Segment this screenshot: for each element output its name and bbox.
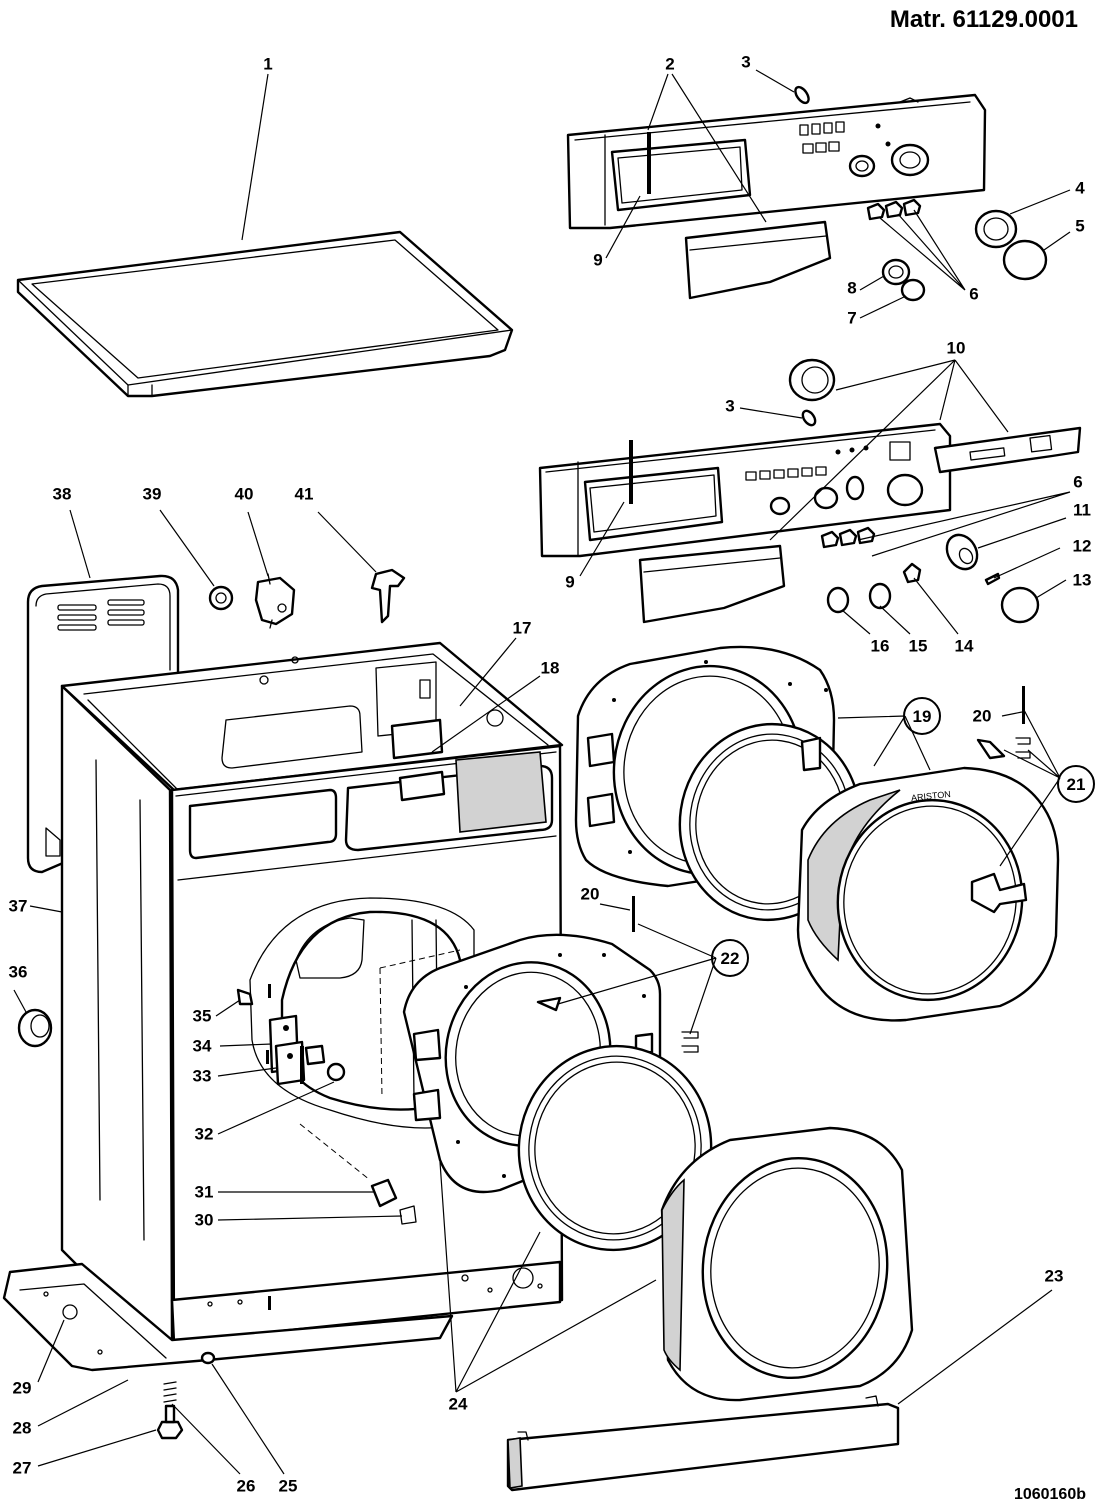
part-label-41: 41	[294, 484, 314, 504]
kick-panel-23	[506, 1395, 900, 1492]
part-label-3: 3	[741, 52, 751, 72]
knob-13	[1000, 586, 1040, 624]
control-panel-lower	[538, 422, 952, 558]
part-label-8: 8	[847, 278, 857, 298]
model-number: Matr. 61129.0001	[889, 6, 1078, 33]
pin-3-lower	[801, 409, 817, 427]
part-label-16: 16	[870, 636, 890, 656]
part-label-7: 7	[847, 308, 857, 328]
door-outer-ring-19	[796, 766, 1060, 1022]
part-label-33: 33	[192, 1066, 212, 1086]
part-label-40: 40	[234, 484, 254, 504]
part-label-10: 10	[946, 338, 966, 358]
part-label-18: 18	[540, 658, 560, 678]
part-15	[868, 582, 892, 610]
part-label-5: 5	[1075, 216, 1085, 236]
part-label-1: 1	[263, 54, 273, 74]
cap-7	[900, 278, 926, 302]
clip-41	[370, 568, 406, 624]
spring-30	[399, 1205, 417, 1225]
part-14	[902, 562, 922, 584]
part-label-3-lower: 3	[725, 396, 735, 416]
part-label-39: 39	[142, 484, 162, 504]
spring-26	[163, 1381, 177, 1403]
part-label-32: 32	[194, 1124, 214, 1144]
part-label-4: 4	[1075, 178, 1085, 198]
part-label-23: 23	[1044, 1266, 1064, 1286]
part-label-25: 25	[278, 1476, 298, 1496]
part-label-15: 15	[908, 636, 928, 656]
bushing-36	[17, 1008, 53, 1048]
part-label-29: 29	[12, 1378, 32, 1398]
catch-31	[370, 1178, 398, 1208]
part-label-22: 22	[711, 939, 749, 977]
part-label-36: 36	[8, 962, 28, 982]
part-label-11: 11	[1073, 500, 1091, 520]
part-label-9-lower: 9	[565, 572, 575, 592]
buttons-6-lower	[820, 526, 876, 549]
part-label-35: 35	[192, 1006, 212, 1026]
ring-8	[881, 258, 911, 286]
part-label-24: 24	[448, 1394, 468, 1414]
part-label-34: 34	[192, 1036, 212, 1056]
panel-extension-10	[933, 426, 1082, 474]
part-label-21: 21	[1057, 765, 1095, 803]
part-label-26: 26	[236, 1476, 256, 1496]
drawer-front-lower	[638, 544, 786, 624]
part-label-9: 9	[593, 250, 603, 270]
part-label-6-lower: 6	[1073, 472, 1083, 492]
part-label-17: 17	[512, 618, 532, 638]
nut-39	[208, 585, 234, 611]
hook-21	[976, 738, 1006, 760]
part-label-20: 20	[972, 706, 992, 726]
control-panel-upper	[566, 93, 987, 230]
part-label-27: 27	[12, 1458, 32, 1478]
door-glass-ring-24	[517, 1044, 713, 1252]
part-label-38: 38	[52, 484, 72, 504]
part-16	[826, 586, 850, 614]
part-label-13: 13	[1072, 570, 1092, 590]
drawing-code: 1060160b	[1013, 1486, 1086, 1503]
part-label-2: 2	[665, 54, 675, 74]
pin-20-upper	[1022, 686, 1025, 724]
drawer-front-upper	[684, 220, 832, 300]
part-label-37: 37	[8, 896, 28, 916]
pin-3-upper	[794, 85, 810, 105]
buttons-6-upper	[866, 198, 922, 221]
part-label-12: 12	[1072, 536, 1092, 556]
part-label-6: 6	[969, 284, 979, 304]
base-plate-28	[2, 1262, 454, 1372]
leader-lines	[13, 69, 1071, 1475]
pin-20-lower	[632, 896, 635, 932]
spring-22	[681, 1031, 699, 1053]
part-label-20-lower: 20	[580, 884, 600, 904]
top-lid-part	[16, 230, 514, 398]
screw-12	[984, 572, 1001, 586]
part-label-19: 19	[903, 697, 941, 735]
foot-27	[156, 1420, 184, 1440]
part-label-30: 30	[194, 1210, 214, 1230]
part-label-14: 14	[954, 636, 974, 656]
knob-ring-4	[974, 209, 1018, 249]
bracket-40	[254, 576, 296, 626]
door-outer-ring-24	[660, 1126, 914, 1402]
hinge-assembly	[236, 984, 346, 1086]
selector-11	[945, 533, 979, 571]
part-label-31: 31	[194, 1182, 214, 1202]
part-label-28: 28	[12, 1418, 32, 1438]
knob-cap-5	[1002, 239, 1048, 281]
foot-29	[62, 1304, 78, 1320]
